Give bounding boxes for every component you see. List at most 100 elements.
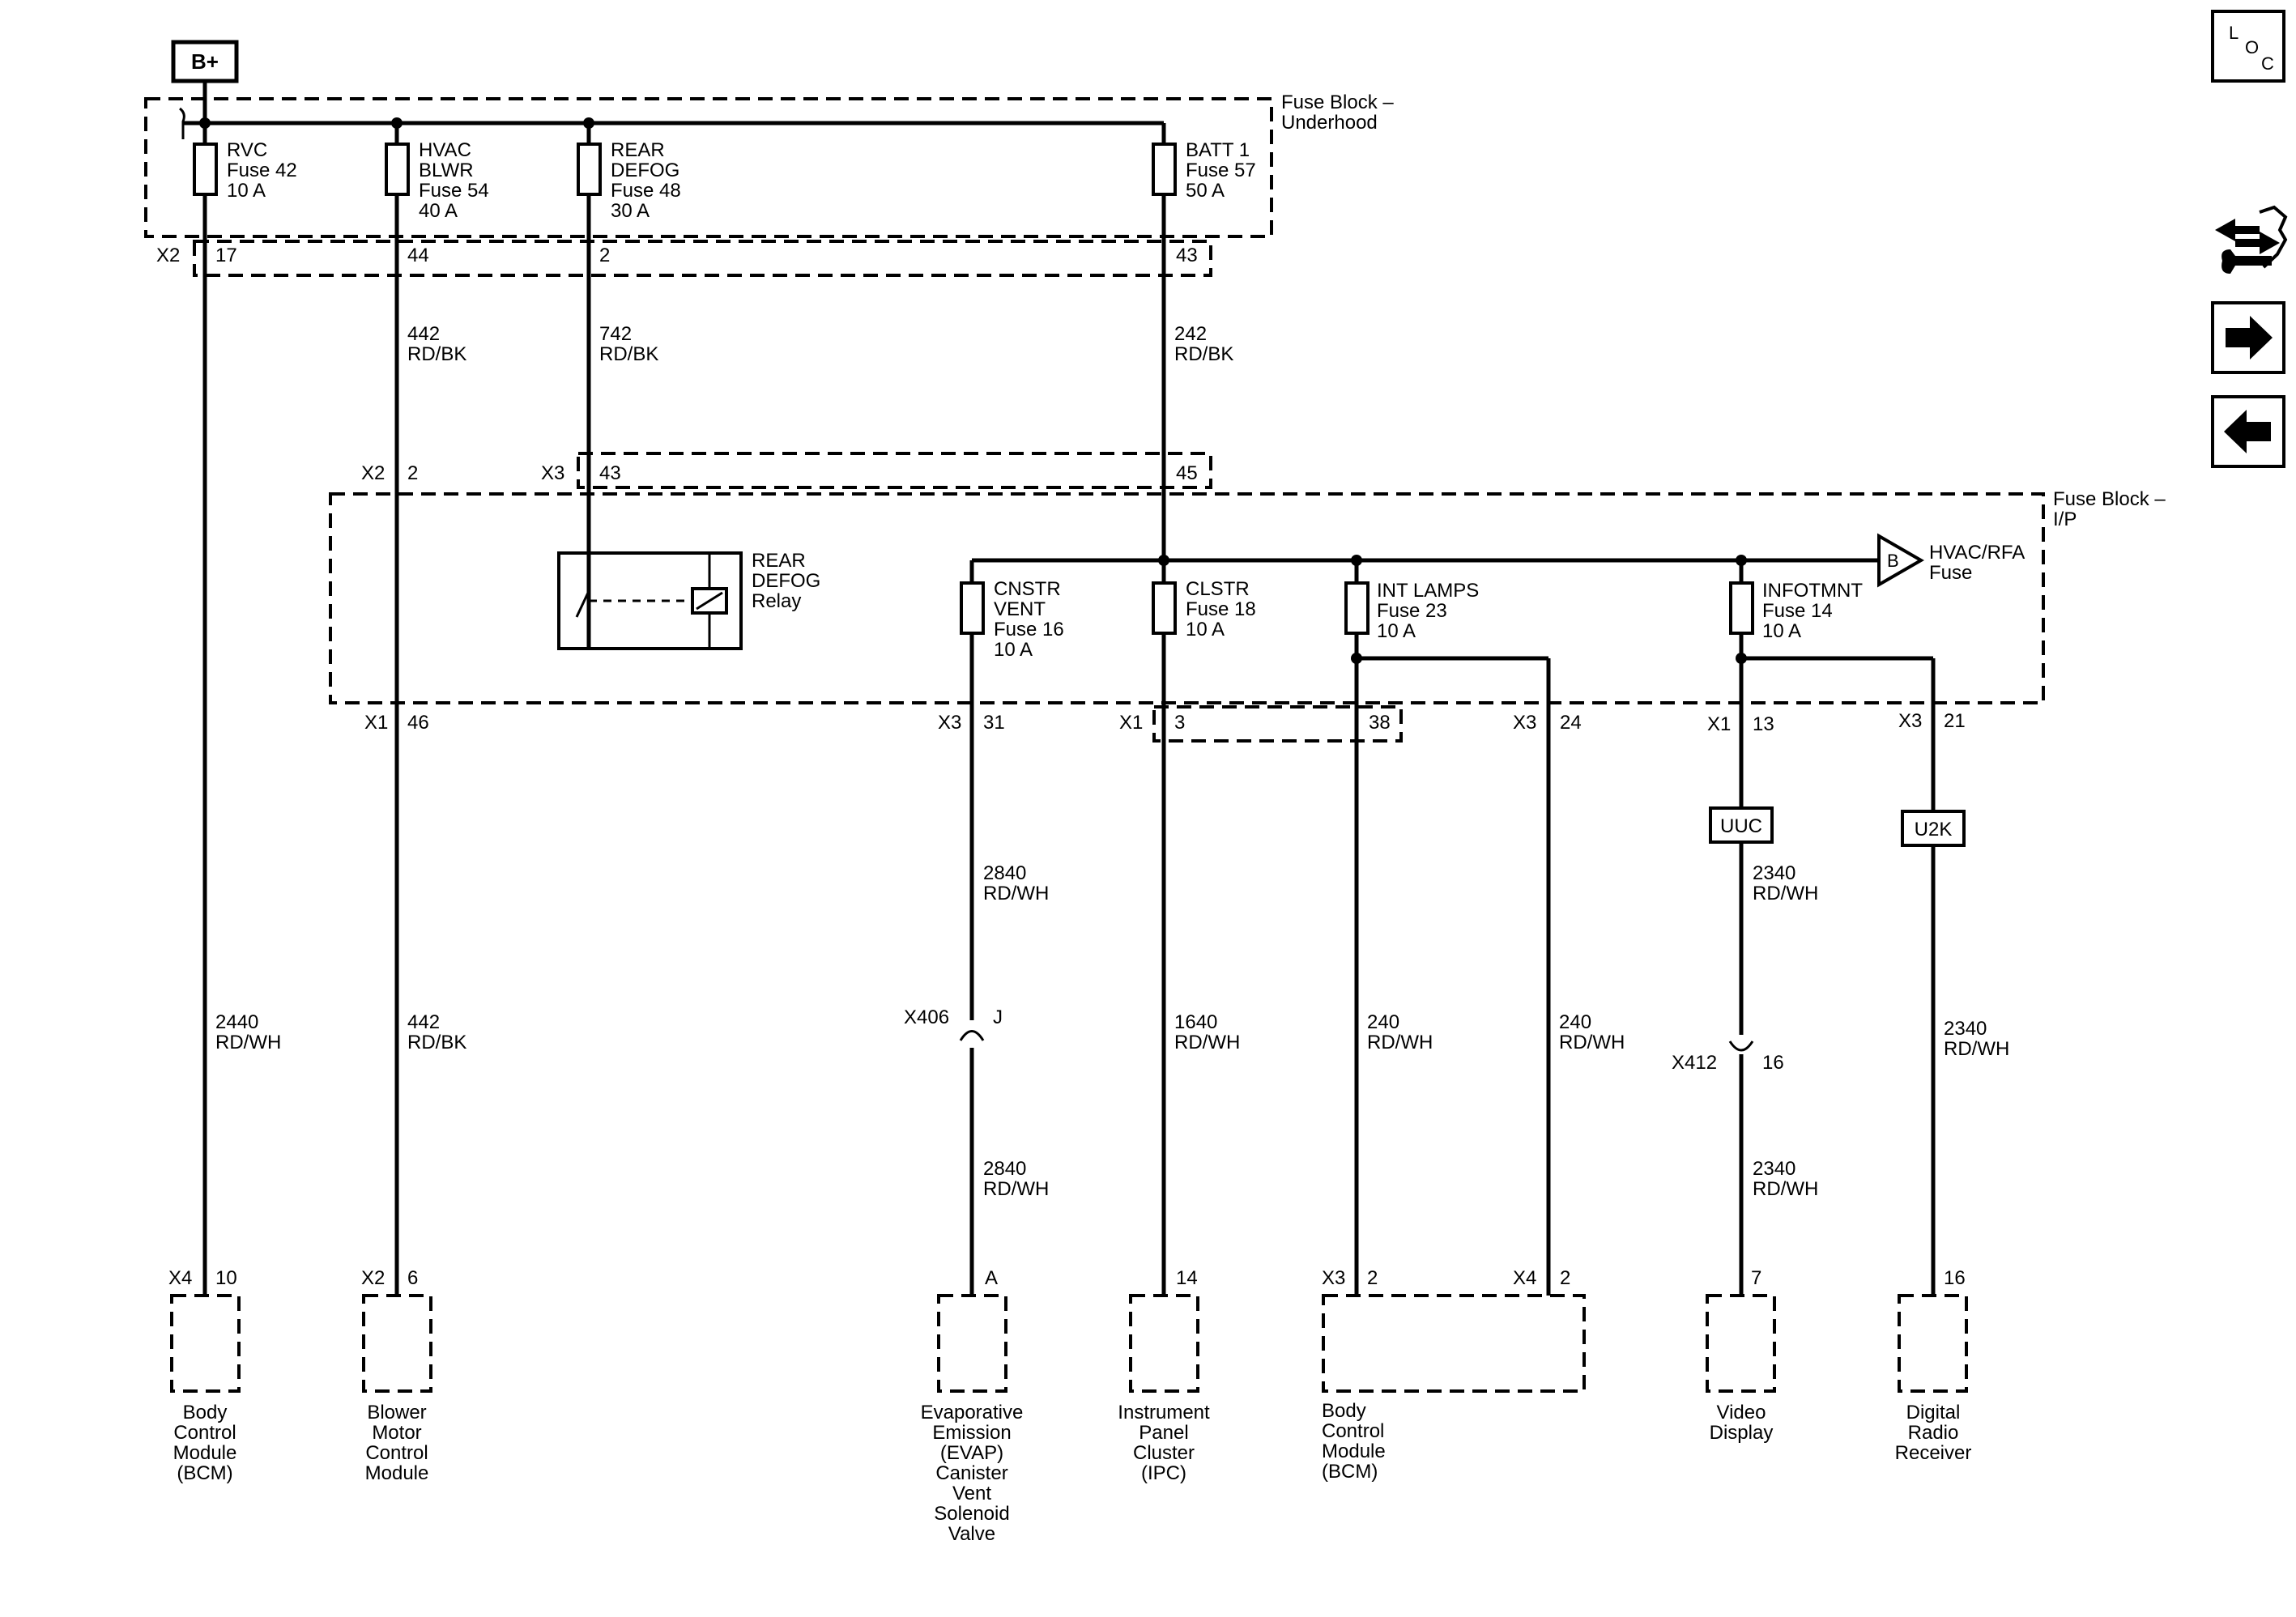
wire-2440-color: RD/WH <box>215 1032 281 1053</box>
option-u2k-label: U2K <box>1915 819 1953 840</box>
wire-442-upper: 442 RD/BK <box>407 323 466 365</box>
fuse-cnstr-rating: 10 A <box>994 639 1033 661</box>
connector-x2-underhood: X2 17 44 2 43 <box>156 240 1212 277</box>
pin-31: 31 <box>983 712 1005 734</box>
component-ipc-label: Instrument Panel Cluster (IPC) <box>1118 1402 1210 1484</box>
wire-240-a-number: 240 <box>1367 1011 1399 1033</box>
wire-240-a-color: RD/WH <box>1367 1032 1433 1053</box>
component-evap-label: Evaporative Emission (EVAP) Canister Ven… <box>921 1402 1024 1545</box>
component-bcm-right <box>1322 1294 1586 1393</box>
fuse-clstr-number: Fuse 18 <box>1186 598 1256 620</box>
connector-x406-pin: J <box>993 1006 1003 1028</box>
connector-x4-bcm2: X4 <box>1513 1267 1536 1289</box>
wire-242-color: RD/BK <box>1174 343 1233 365</box>
connector-x3-a: X3 <box>938 712 961 734</box>
fuse-cnstr-vent-label: CNSTR VENT Fuse 16 10 A <box>994 578 1064 661</box>
bcm2-line-2: Control <box>1322 1420 1384 1442</box>
pin-45-ip: 45 <box>1176 462 1198 484</box>
inline-connector-x406: X406 J <box>904 1006 1003 1061</box>
offpage-letter: B <box>1887 551 1899 571</box>
fuse-rear-defog-label: REAR DEFOG Fuse 48 30 A <box>611 139 681 222</box>
ipc-line-2: Panel <box>1139 1422 1188 1444</box>
wire-2440-number: 2440 <box>215 1011 258 1033</box>
wire-2340-b-number: 2340 <box>1753 1158 1795 1180</box>
pin-3: 3 <box>1174 712 1185 734</box>
component-radio-label: Digital Radio Receiver <box>1895 1402 1972 1464</box>
pin-21: 21 <box>1944 710 1966 732</box>
pin-44: 44 <box>407 245 429 266</box>
evap-line-3: (EVAP) <box>940 1442 1003 1464</box>
next-page-button[interactable] <box>2211 301 2285 374</box>
fuse-hvac-blwr <box>385 143 410 196</box>
wire-2340-a-color: RD/WH <box>1753 883 1818 904</box>
radio-line-2: Radio <box>1908 1422 1959 1444</box>
evap-line-4: Canister <box>935 1462 1007 1484</box>
wire-2840-lower: 2840 RD/WH <box>983 1158 1049 1200</box>
bcm1-line-1: Body <box>183 1402 228 1423</box>
wire-1640: 1640 RD/WH <box>1174 1011 1240 1053</box>
wire-2340-video: 2340 RD/WH <box>1753 1158 1818 1200</box>
fuse-rear-defog <box>577 143 602 196</box>
ipc-line-3: Cluster <box>1133 1442 1195 1464</box>
pin-7: 7 <box>1751 1267 1761 1289</box>
bcm1-line-2: Control <box>173 1422 236 1444</box>
previous-page-button[interactable] <box>2211 395 2285 468</box>
wire-2840-b-number: 2840 <box>983 1158 1026 1180</box>
offpage-connector-b: B HVAC/RFA Fuse <box>1877 533 2025 588</box>
pin-a: A <box>985 1267 998 1289</box>
fuse-infotmnt-label: INFOTMNT Fuse 14 10 A <box>1762 580 1863 642</box>
ip-bottom-pin-labels: X1 46 X3 31 X1 3 38 X3 24 X1 13 X3 21 <box>364 710 1966 735</box>
component-blower-motor-control-module <box>362 1294 432 1393</box>
loc-letter-o: O <box>2245 37 2259 57</box>
loc-button[interactable]: L O C <box>2211 10 2285 83</box>
pin-2-bcm2: 2 <box>1367 1267 1378 1289</box>
fuse-rvc-label: RVC Fuse 42 10 A <box>227 139 297 202</box>
fuse-cnstr-name-1: CNSTR <box>994 578 1061 600</box>
component-bmcm-label: Blower Motor Control Module <box>365 1402 429 1484</box>
wire-240-a: 240 RD/WH <box>1367 1011 1433 1053</box>
diagnostic-tool-icon[interactable] <box>2211 194 2288 283</box>
ipc-line-4: (IPC) <box>1141 1462 1186 1484</box>
fuse-block-underhood-label-1: Fuse Block – <box>1281 91 1394 113</box>
connector-x1-c: X1 <box>1707 713 1731 735</box>
fuse-rear-defog-rating: 30 A <box>611 200 650 222</box>
loc-letter-c: C <box>2261 53 2274 74</box>
connector-x3-ip-top <box>577 452 1212 489</box>
wire-742-color: RD/BK <box>599 343 658 365</box>
wire-2840-upper: 2840 RD/WH <box>983 862 1049 904</box>
bcm2-line-1: Body <box>1322 1400 1366 1422</box>
bplus-source: B+ <box>171 40 239 139</box>
fuse-rear-defog-name-1: REAR <box>611 139 665 161</box>
wire-442-number: 442 <box>407 323 440 345</box>
component-bcm-right-label: Body Control Module (BCM) <box>1322 1400 1386 1483</box>
wire-240-b: 240 RD/WH <box>1559 1011 1625 1053</box>
wire-2340-uuc: 2340 RD/WH <box>1753 862 1818 904</box>
pin-2: 2 <box>599 245 610 266</box>
connector-x1-b: X1 <box>1119 712 1143 734</box>
connector-x2-ip: X2 <box>361 462 385 484</box>
pin-6: 6 <box>407 1267 418 1289</box>
bcm1-line-4: (BCM) <box>177 1462 232 1484</box>
wire-2340-c-number: 2340 <box>1944 1018 1987 1040</box>
evap-line-2: Emission <box>932 1422 1011 1444</box>
pin-10: 10 <box>215 1267 237 1289</box>
fuse-block-ip: Fuse Block – I/P <box>329 488 2166 704</box>
fuse-rvc-rating: 10 A <box>227 180 266 202</box>
connector-x412-label: X412 <box>1672 1052 1717 1074</box>
pin-24: 24 <box>1560 712 1582 734</box>
fuse-cnstr-number: Fuse 16 <box>994 619 1064 640</box>
connector-x4-bcm: X4 <box>168 1267 192 1289</box>
fuse-hvac-number: Fuse 54 <box>419 180 489 202</box>
connector-x1-ip-bottom <box>1152 705 1403 743</box>
wire-2840-a-color: RD/WH <box>983 883 1049 904</box>
fuse-batt1-number: Fuse 57 <box>1186 160 1256 181</box>
pin-2-ip: 2 <box>407 462 418 484</box>
fuse-block-underhood-label-2: Underhood <box>1281 112 1378 134</box>
ip-top-pin-labels: X2 2 X3 43 45 <box>361 462 1198 484</box>
fuse-cnstr-vent <box>960 581 985 635</box>
video-line-1: Video <box>1717 1402 1766 1423</box>
bmcm-line-4: Module <box>365 1462 429 1484</box>
fuse-int-lamps <box>1344 581 1370 635</box>
wire-1640-number: 1640 <box>1174 1011 1217 1033</box>
